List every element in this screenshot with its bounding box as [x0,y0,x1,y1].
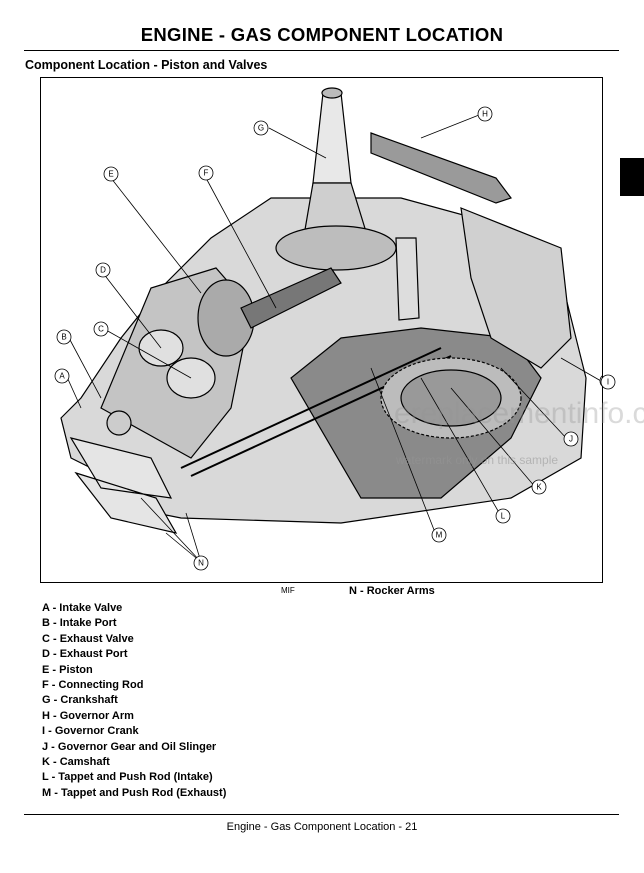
legend-item: C - Exhaust Valve [42,632,134,645]
callout-h-label: H [482,110,488,119]
legend-item: L - Tappet and Push Rod (Intake) [42,771,213,784]
callout-l [495,508,511,524]
header-divider [24,50,619,51]
caption-rocker-arms: N - Rocker Arms [349,585,435,597]
watermark-site: ereplacementinfo.com [394,397,644,430]
callout-m-label: M [436,531,443,540]
legend-item: D - Exhaust Port [42,648,128,661]
callout-h [477,106,493,122]
callout-e-label: E [108,170,113,179]
legend-item: K - Camshaft [42,755,110,768]
callout-d-label: D [100,266,106,275]
crankshaft [312,92,352,184]
watermark-note: watermark only on this sample [396,453,559,467]
callout-k [531,479,547,495]
legend-item: J - Governor Gear and Oil Slinger [42,740,217,753]
section-title: Component Location - Piston and Valves [25,58,268,72]
callout-c-label: C [98,325,104,334]
legend-item: A - Intake Valve [42,602,123,614]
engine-illustration: A B C D E F G H J K L M N [54,87,602,571]
callout-c [93,321,109,337]
legend-item: E - Piston [42,663,93,676]
legend-item: I - Governor Crank [42,725,139,738]
callout-k-label: K [536,483,542,492]
legend-item: M - Tappet and Push Rod (Exhaust) [42,786,227,799]
governor-arm [370,132,512,204]
callout-e [103,166,119,182]
callout-d [95,262,111,278]
callout-b-label: B [61,333,66,342]
callout-i-label: I [607,378,609,387]
callout-n-label: N [198,559,204,568]
footer-divider [24,814,619,815]
callout-a [54,368,70,384]
engine-figure: A B C D E F G H J K L M N [40,77,603,583]
callout-l-label: L [501,512,506,521]
governor-shaft [395,237,420,321]
page-footer: Engine - Gas Component Location - 21 [226,821,418,833]
thumb-index-tab [620,158,644,196]
callout-n [193,555,209,571]
figure-code: MIF [281,586,295,595]
rocker-arms [69,437,178,534]
callout-g-label: G [258,124,264,133]
legend-item: B - Intake Port [42,617,117,630]
callout-m [431,527,447,543]
callout-j-label: J [569,435,573,444]
callout-j [563,431,579,447]
callout-i-external: I [600,374,616,390]
legend-item: H - Governor Arm [42,709,134,722]
callout-b [56,329,72,345]
right-bracket [460,207,572,369]
callout-f-label: F [204,169,209,178]
callout-a-label: A [59,372,65,381]
legend-item: F - Connecting Rod [42,678,144,691]
callout-g [253,120,269,136]
legend-item: G - Crankshaft [42,694,118,707]
component-legend: A - Intake Valve B - Intake Port C - Exh… [42,601,226,801]
callout-f [198,165,214,181]
page-title: ENGINE - GAS COMPONENT LOCATION [140,24,504,45]
connecting-rod [240,267,342,329]
